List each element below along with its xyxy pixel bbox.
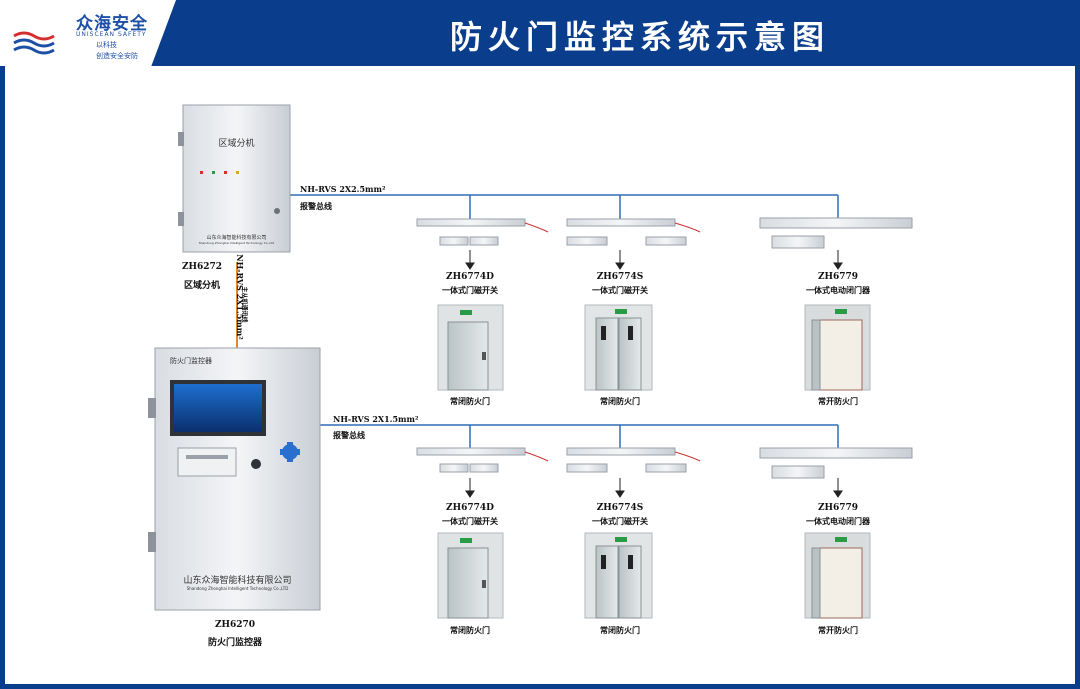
monitor-model: ZH6270	[214, 620, 256, 630]
top-device-3-model: ZH6779	[817, 272, 859, 282]
bottom-device-1-name: 一体式门磁开关	[442, 516, 498, 526]
zone-unit-panel-label: 区域分机	[218, 139, 255, 149]
top-device-2-name: 一体式门磁开关	[592, 285, 648, 295]
top-door-closer-device	[759, 217, 913, 249]
bottom-device-2-model: ZH6774S	[596, 503, 644, 513]
header-bar: 众海安全 UNISCEAN SAFETY 以科技 创造安全安防 防火门监控系统示…	[0, 0, 1080, 66]
bottom-door-contact-device-2	[566, 447, 701, 473]
bottom-door-contact-device-1	[416, 447, 549, 473]
top-bus-label: 报警总线	[300, 201, 332, 211]
page-title: 防火门监控系统示意图	[449, 18, 830, 56]
top-device-3-name: 一体式电动闭门器	[806, 285, 870, 295]
bottom-device-1-door: 常闭防火门	[450, 626, 490, 635]
top-device-2-door: 常闭防火门	[600, 397, 640, 406]
zone-unit-company-en: Shandong Zhonghai Intelligent Technology…	[198, 241, 275, 245]
logo: 众海安全 UNISCEAN SAFETY 以科技 创造安全安防	[0, 0, 176, 66]
top-door-photo-1	[437, 304, 504, 391]
bottom-door-photo-1	[437, 532, 504, 619]
logo-slogan-1: 以科技	[96, 41, 117, 49]
logo-text-en: UNISCEAN SAFETY	[76, 31, 147, 38]
zone-unit-model: ZH6272	[181, 262, 223, 272]
monitor-company-en: Shandong Zhonghai Intelligent Technology…	[186, 586, 289, 591]
zone-unit-company: 山东众海智能科技有限公司	[206, 235, 267, 241]
top-door-contact-device-1	[416, 218, 549, 246]
top-bus-cable: NH-RVS 2X2.5mm²	[300, 184, 386, 194]
top-device-1-name: 一体式门磁开关	[442, 285, 498, 295]
monitor-name: 防火门监控器	[207, 638, 262, 648]
bottom-door-photo-3	[804, 532, 871, 619]
top-device-3-door: 常开防火门	[818, 397, 858, 406]
bottom-device-3-name: 一体式电动闭门器	[806, 516, 870, 526]
zone-unit-name: 区域分机	[183, 281, 220, 291]
bottom-bus-label: 报警总线	[333, 430, 365, 440]
bottom-device-3-door: 常开防火门	[818, 626, 858, 635]
top-device-1-model: ZH6774D	[446, 272, 494, 282]
top-device-2-model: ZH6774S	[596, 272, 644, 282]
monitor-panel-label: 防火门监控器	[170, 357, 212, 365]
wave-logo-icon	[13, 31, 55, 55]
top-door-photo-2	[584, 304, 653, 391]
logo-text: 众海安全	[76, 14, 148, 34]
zone-unit-cabinet	[178, 104, 291, 253]
top-door-photo-3	[804, 304, 871, 391]
bottom-door-closer-device	[759, 447, 913, 479]
bottom-device-1-model: ZH6774D	[446, 503, 494, 513]
link-purpose-label: 主从机通讯线	[240, 286, 248, 323]
bottom-door-photo-2	[584, 532, 653, 619]
bottom-device-3-model: ZH6779	[817, 503, 859, 513]
bottom-device-2-name: 一体式门磁开关	[592, 516, 648, 526]
logo-slogan-2: 创造安全安防	[96, 52, 138, 60]
bottom-device-2-door: 常闭防火门	[600, 626, 640, 635]
monitor-company: 山东众海智能科技有限公司	[183, 576, 292, 586]
top-door-contact-device-2	[566, 218, 701, 246]
top-device-1-door: 常闭防火门	[450, 397, 490, 406]
main-monitor-cabinet	[148, 347, 321, 611]
bottom-bus-cable: NH-RVS 2X1.5mm²	[333, 414, 419, 424]
